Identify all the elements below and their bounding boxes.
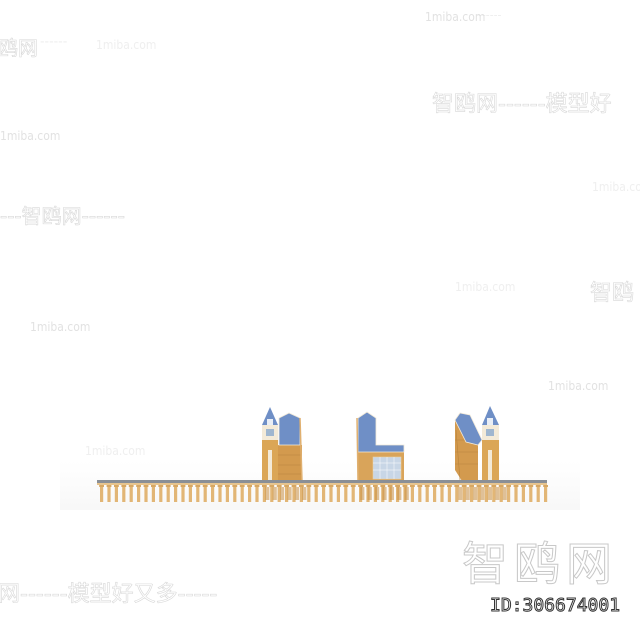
watermark-partial-left-top: 鸥网 — [0, 36, 38, 61]
left-building — [262, 407, 303, 482]
watermark-domain-left-top: 1miba.com — [96, 38, 157, 52]
watermark-logo-large: 智鸥网 — [462, 537, 618, 592]
watermark-domain-right-mid: 1miba.com — [592, 180, 640, 194]
watermark-dashes-left-top: ------ — [40, 34, 68, 50]
model-id-label: ID:306674001 — [489, 595, 621, 617]
watermark-slogan-right-upper: 智鸥网------模型好 — [432, 92, 612, 118]
watermark-domain-left-bottom: 1miba.com — [85, 444, 146, 458]
watermark-logo-right-lower: 智鸥 — [590, 281, 635, 307]
watermark-logo-left-mid: ---智鸥网------ — [0, 204, 125, 229]
watermark-domain-left-mid: 1miba.com — [0, 129, 61, 143]
arcade-colonnade — [97, 480, 548, 502]
right-building — [454, 406, 499, 481]
center-building — [356, 411, 405, 482]
watermark-domain-right-lower: 1miba.com — [455, 280, 516, 294]
watermark-dashes-top-right: ------ — [478, 8, 502, 22]
watermark-slogan-bottom: 网------模型好又多----- — [0, 582, 218, 608]
watermark-domain-top-right: 1miba.com — [425, 10, 486, 24]
watermark-domain-left-lower: 1miba.com — [30, 320, 91, 334]
watermark-domain-right-bottom: 1miba.com — [548, 379, 609, 393]
